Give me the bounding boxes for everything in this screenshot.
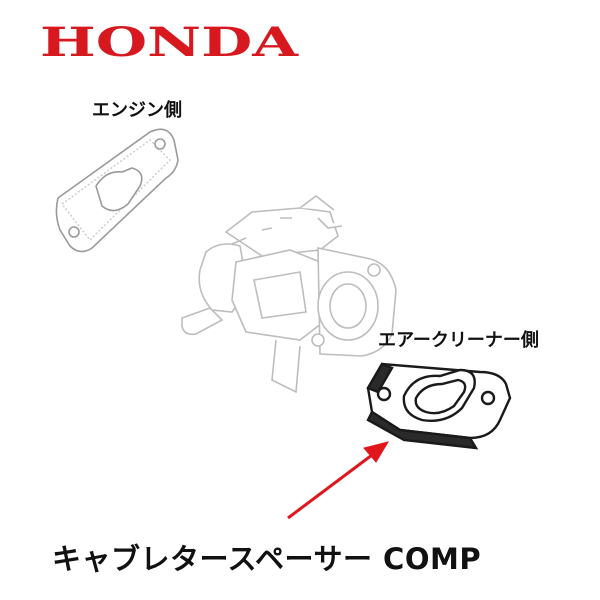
- red-arrow: [287, 441, 390, 520]
- honda-logo: HONDA: [40, 20, 299, 62]
- air-cleaner-side-label: エアークリーナー側: [378, 330, 539, 351]
- engine-side-gasket: [55, 128, 179, 253]
- honda-logo-text: HONDA: [40, 20, 299, 62]
- engine-side-label: エンジン側: [92, 100, 182, 121]
- carburetor: [181, 194, 397, 394]
- product-title: キャブレタースペーサー COMP: [52, 542, 482, 576]
- carburetor-spacer: [366, 362, 512, 450]
